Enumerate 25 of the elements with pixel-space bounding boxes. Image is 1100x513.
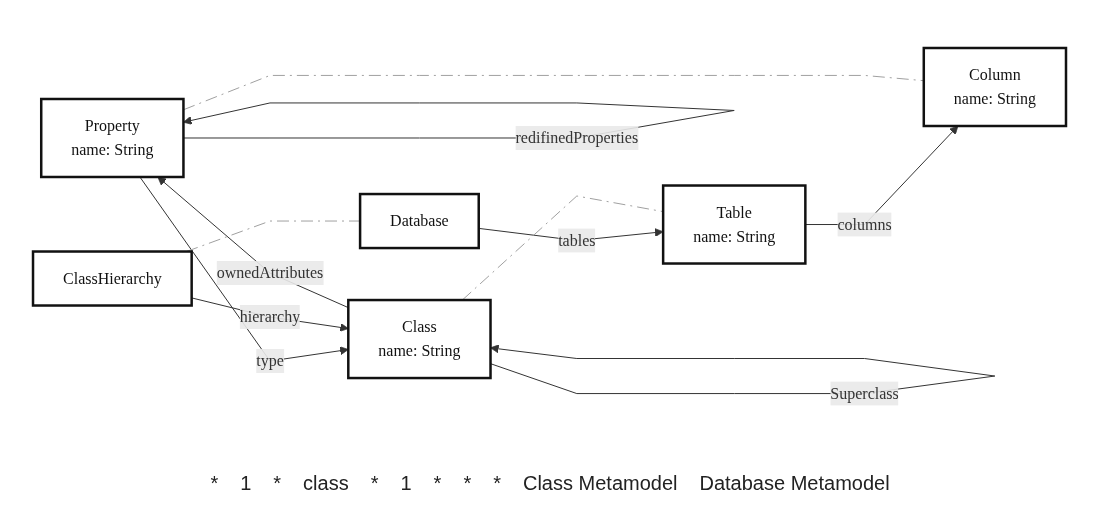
diagram-label: 1 — [240, 471, 252, 495]
edge-label: hierarchy — [240, 307, 301, 325]
edge-label: Superclass — [830, 384, 900, 402]
diagram-label: * — [463, 471, 472, 495]
edge-label: redifinedProperties — [516, 128, 639, 146]
node-box: Class name: String — [347, 298, 493, 379]
edge-label: ownedAttributes — [217, 263, 324, 281]
node-box: Column name: String — [923, 46, 1068, 127]
diagram-label: * — [433, 471, 442, 495]
diagram-label: Class Metamodel — [523, 471, 678, 495]
node-box: Database — [359, 192, 481, 249]
diagram-label: * — [370, 471, 379, 495]
edge-label: columns — [837, 215, 893, 233]
connector — [183, 74, 925, 110]
edge-label: type — [256, 351, 285, 369]
diagram-label: * — [493, 471, 501, 495]
diagram-label: * — [210, 471, 219, 495]
diagram-label: 1 — [400, 471, 412, 495]
diagram-label: Database Metamodel — [699, 471, 890, 495]
node-box: ClassHierarchy — [32, 250, 194, 307]
node-box: Property name: String — [40, 97, 186, 178]
diagram-label: * — [273, 471, 282, 495]
node-box: Table name: String — [662, 184, 808, 265]
diagram-label: class — [303, 471, 349, 495]
edge-label: tables — [558, 231, 596, 249]
